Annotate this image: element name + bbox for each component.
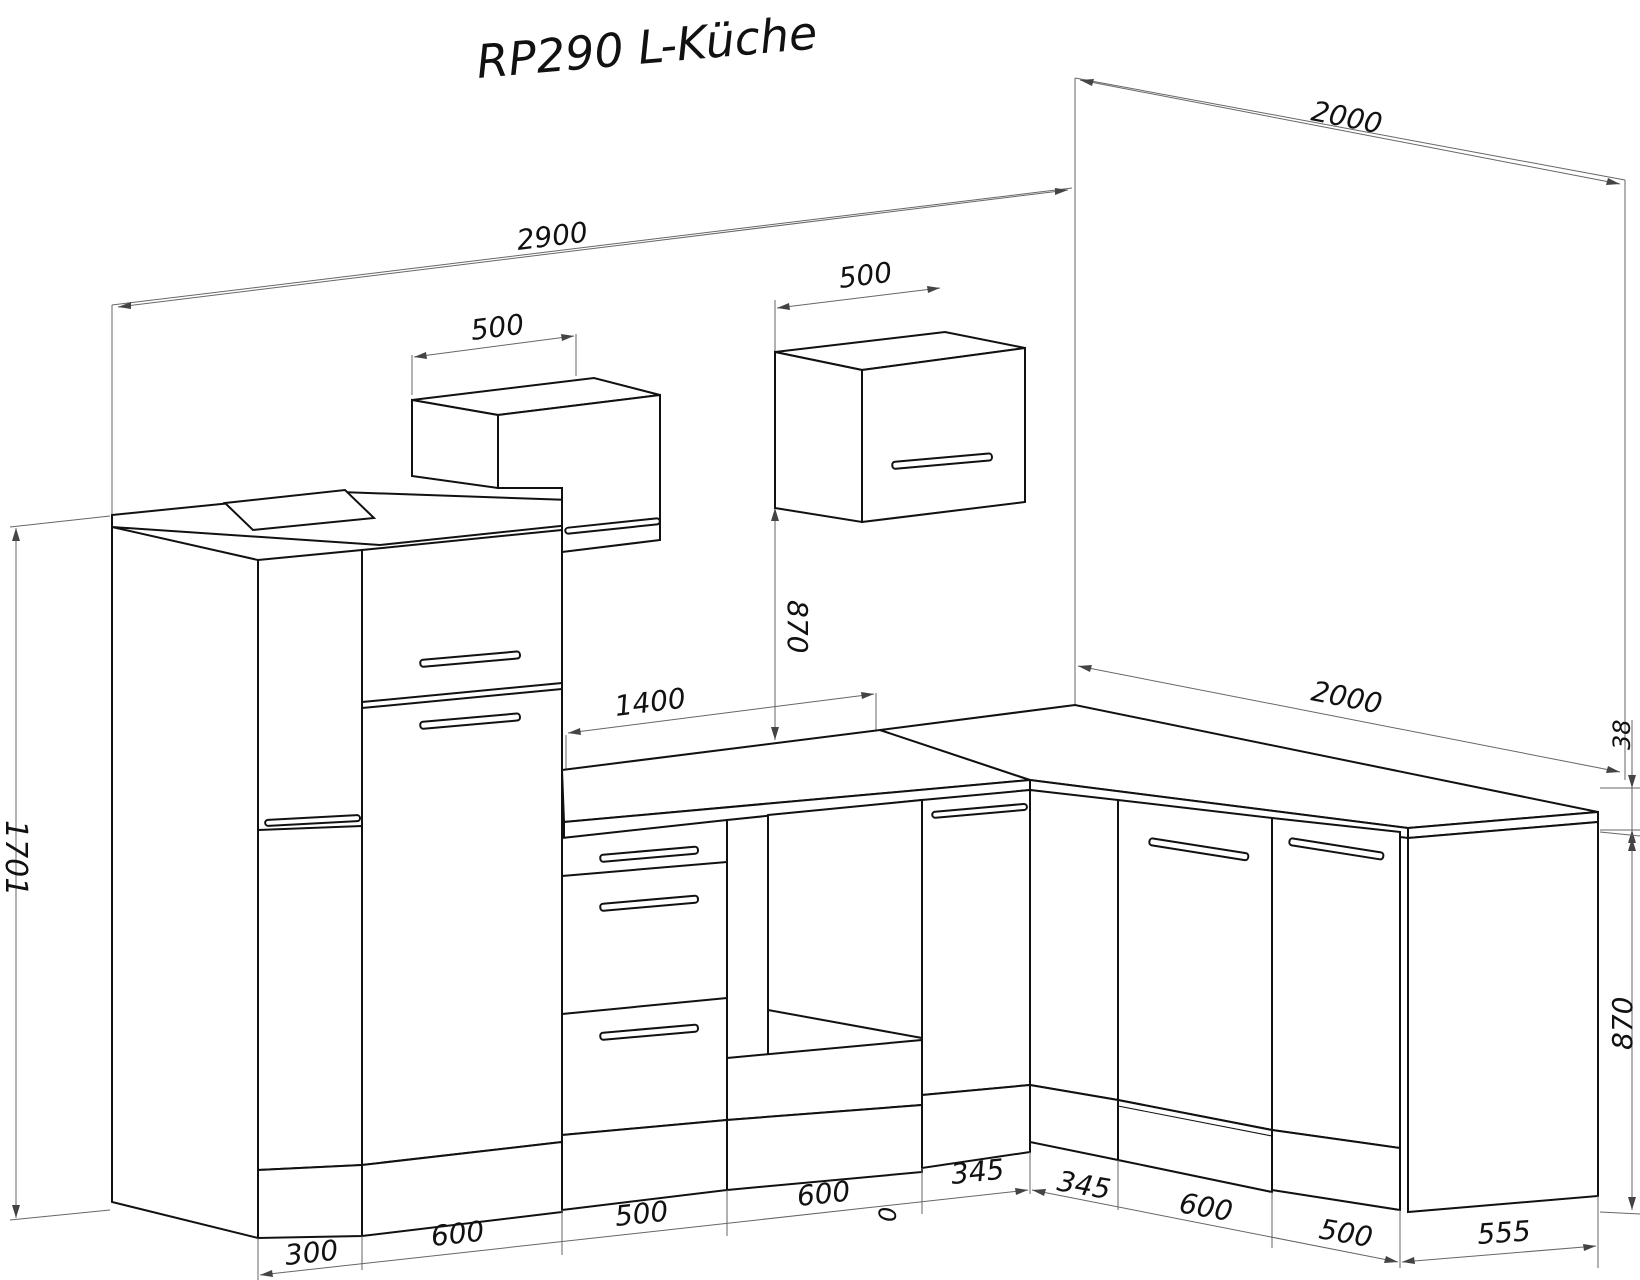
dim-total-height: 1701 xyxy=(0,515,111,1221)
upper-door-handle xyxy=(419,650,521,668)
dim-bottom-600a: 600 xyxy=(429,1215,486,1253)
dim-label-870-hang: 870 xyxy=(781,600,814,653)
dim-label-2000-top: 2000 xyxy=(1309,94,1385,140)
lower-door-handle xyxy=(419,712,521,730)
dim-base-height: 870 xyxy=(1599,831,1640,1215)
wall-cabinet-right xyxy=(774,330,1026,524)
wallcab-left-handle xyxy=(564,517,661,535)
base-run-right xyxy=(879,703,1599,1214)
dim-bottom-600c: 600 xyxy=(1177,1186,1235,1228)
dim-label-500-wallcab-left: 500 xyxy=(469,308,526,347)
dim-bottom-0: 0 xyxy=(874,1207,902,1222)
dim-bottom-500a: 500 xyxy=(613,1195,670,1233)
diagram-title: RP290 L-Küche xyxy=(474,5,819,89)
dim-bottom-300: 300 xyxy=(283,1234,340,1272)
dim-bottom-345a: 345 xyxy=(949,1153,1006,1191)
dishwasher-handle xyxy=(1148,837,1250,862)
tall-cabinet-left xyxy=(111,488,571,1240)
dim-worktop-thickness: 38 xyxy=(1600,719,1640,843)
dim-bottom-555: 555 xyxy=(1476,1214,1532,1251)
bottom-dims-left: 300 600 500 600 0 345 xyxy=(257,1152,1031,1280)
dim-bottom-345b: 345 xyxy=(1055,1164,1113,1206)
dim-label-1400: 1400 xyxy=(613,682,688,723)
base-door-500-handle xyxy=(1288,837,1385,861)
base-door-345-handle xyxy=(931,802,1028,819)
dim-bottom-600b: 600 xyxy=(795,1175,852,1213)
drawer1-handle xyxy=(599,845,699,863)
tall-cabinet-600 xyxy=(361,528,563,1238)
dim-wall-cab-left: 500 xyxy=(411,308,577,395)
dim-overall-left: 2900 xyxy=(117,188,1069,309)
wall-outline xyxy=(111,77,1626,780)
dim-label-1701: 1701 xyxy=(0,820,33,896)
dim-label-870-base: 870 xyxy=(1606,997,1639,1050)
wallcab-right-handle xyxy=(891,452,993,470)
dim-wall-cab-right: 500 xyxy=(774,256,941,352)
dim-top-right: 2000 xyxy=(1079,79,1621,185)
fridge-handle xyxy=(264,814,362,827)
dim-label-38: 38 xyxy=(1608,719,1636,750)
drawer2-handle xyxy=(599,894,699,912)
dim-counter-left: 1400 xyxy=(565,682,877,775)
base-run-left xyxy=(560,728,1031,1212)
dim-label-500-wallcab-right: 500 xyxy=(837,256,894,295)
dim-hang-height: 870 xyxy=(771,508,814,740)
wall-cabinet-left xyxy=(411,376,661,554)
drawer3-handle xyxy=(599,1023,699,1041)
